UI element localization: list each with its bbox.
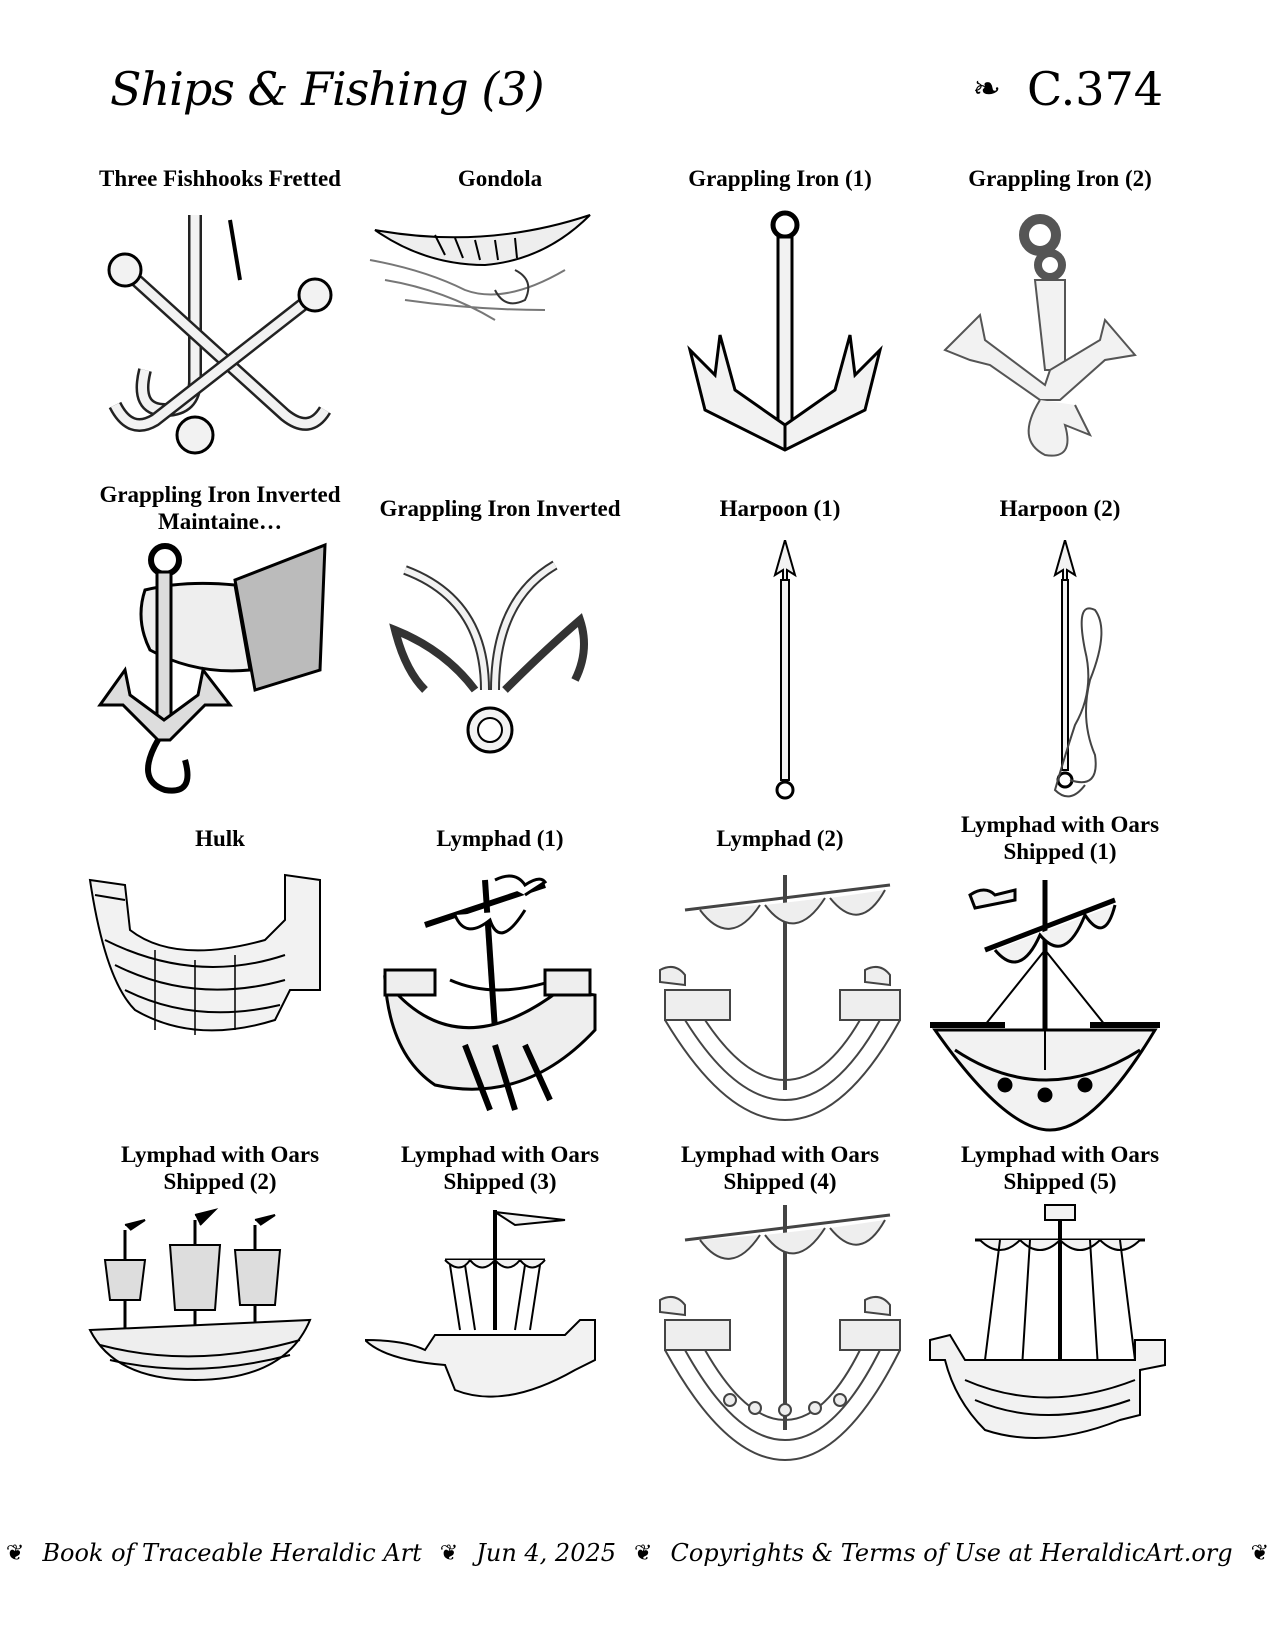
charge-cell: Lymphad with Oars Shipped (2) bbox=[85, 1140, 355, 1480]
charge-label: Grappling Iron (1) bbox=[688, 165, 872, 191]
charge-label: Grappling Iron Inverted bbox=[379, 495, 621, 521]
page-title: Ships & Fishing (3) bbox=[110, 62, 545, 116]
gondola-icon bbox=[365, 210, 635, 480]
charge-label: Lymphad with Oars Shipped (1) bbox=[960, 812, 1160, 864]
charge-cell: Lymphad with Oars Shipped (4) bbox=[645, 1140, 915, 1480]
charge-cell: Harpoon (1) bbox=[645, 480, 915, 820]
charge-label: Lymphad with Oars Shipped (5) bbox=[960, 1142, 1160, 1194]
charge-label: Grappling Iron Inverted Maintaine… bbox=[99, 482, 341, 534]
charge-cell: Grappling Iron Inverted bbox=[365, 480, 635, 820]
book-title: Book of Traceable Heraldic Art bbox=[42, 1539, 422, 1567]
date: Jun 4, 2025 bbox=[476, 1539, 617, 1567]
grappling-iron-hand-icon bbox=[85, 540, 355, 810]
charge-label: Lymphad with Oars Shipped (4) bbox=[680, 1142, 880, 1194]
charge-label: Lymphad (2) bbox=[716, 825, 844, 851]
page-footer: ❦ Book of Traceable Heraldic Art ❦ Jun 4… bbox=[0, 1528, 1275, 1578]
plate-number: C.374 bbox=[1027, 62, 1163, 116]
lymphad-oars-3-icon bbox=[365, 1200, 635, 1470]
charge-grid: Three Fishhooks Fretted Gondola bbox=[85, 150, 1195, 1520]
charge-cell: Harpoon (2) bbox=[925, 480, 1195, 820]
charge-label: Hulk bbox=[195, 825, 245, 851]
grappling-iron-inverted-icon bbox=[365, 540, 635, 810]
grappling-iron-2-icon bbox=[925, 210, 1195, 480]
charge-label: Lymphad (1) bbox=[436, 825, 564, 851]
lymphad-oars-5-icon bbox=[925, 1200, 1195, 1470]
charge-cell: Grappling Iron (2) bbox=[925, 150, 1195, 490]
charge-label: Three Fishhooks Fretted bbox=[99, 165, 341, 191]
charge-cell: Lymphad (1) bbox=[365, 810, 635, 1150]
three-fishhooks-fretted-icon bbox=[85, 210, 355, 480]
lymphad-1-icon bbox=[365, 870, 635, 1140]
lymphad-oars-4-icon bbox=[645, 1200, 915, 1470]
hulk-icon bbox=[85, 870, 355, 1140]
charge-label: Grappling Iron (2) bbox=[968, 165, 1152, 191]
charge-cell: Gondola bbox=[365, 150, 635, 490]
copyright-notice: Copyrights & Terms of Use at HeraldicArt… bbox=[670, 1539, 1233, 1567]
fleuron-icon: ❦ bbox=[5, 1540, 25, 1566]
charge-label: Gondola bbox=[457, 165, 543, 191]
charge-cell: Grappling Iron (1) bbox=[645, 150, 915, 490]
charge-cell: Lymphad with Oars Shipped (1) bbox=[925, 810, 1195, 1150]
lymphad-2-icon bbox=[645, 870, 915, 1140]
charge-cell: Grappling Iron Inverted Maintaine… bbox=[85, 480, 355, 820]
charge-cell: Three Fishhooks Fretted bbox=[85, 150, 355, 490]
charge-cell: Lymphad with Oars Shipped (3) bbox=[365, 1140, 635, 1480]
plate-id: ❧ C.374 bbox=[973, 62, 1163, 116]
lymphad-oars-2-icon bbox=[85, 1200, 355, 1470]
fleuron-icon: ❦ bbox=[439, 1540, 459, 1566]
charge-cell: Lymphad (2) bbox=[645, 810, 915, 1150]
fleuron-icon: ❦ bbox=[634, 1540, 653, 1566]
charge-label: Harpoon (1) bbox=[719, 495, 841, 521]
page-header: Ships & Fishing (3) ❧ C.374 bbox=[0, 0, 1275, 150]
fleuron-icon: ❦ bbox=[1250, 1540, 1270, 1566]
charge-label: Lymphad with Oars Shipped (3) bbox=[400, 1142, 600, 1194]
lymphad-oars-1-icon bbox=[925, 870, 1195, 1140]
charge-label: Lymphad with Oars Shipped (2) bbox=[120, 1142, 320, 1194]
charge-label: Harpoon (2) bbox=[999, 495, 1121, 521]
charge-cell: Hulk bbox=[85, 810, 355, 1150]
harpoon-1-icon bbox=[645, 540, 915, 810]
charge-cell: Lymphad with Oars Shipped (5) bbox=[925, 1140, 1195, 1480]
harpoon-2-icon bbox=[925, 540, 1195, 810]
fleuron-icon: ❧ bbox=[972, 69, 1002, 109]
grappling-iron-1-icon bbox=[645, 210, 915, 480]
